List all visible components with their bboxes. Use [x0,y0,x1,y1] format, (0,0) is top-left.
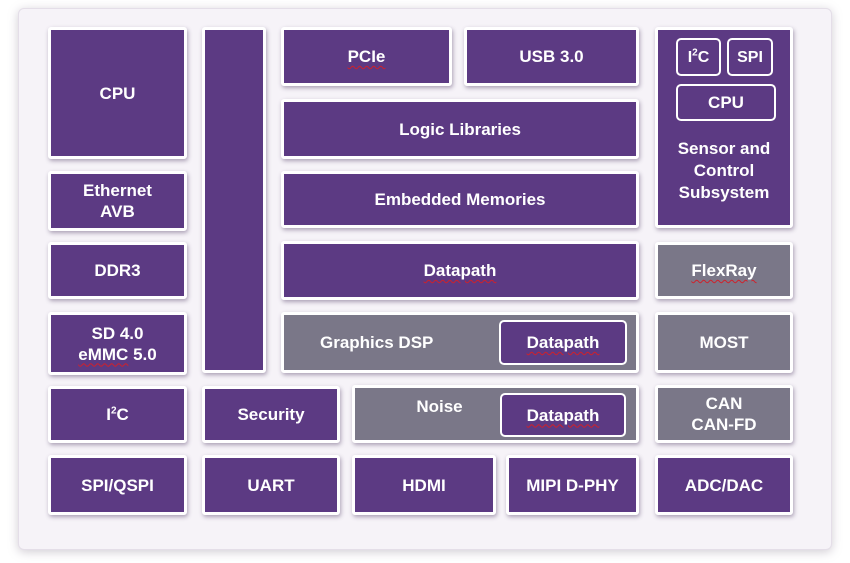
graphics-dsp-label: Graphics DSP [320,333,434,352]
ethernet-label-line1: Ethernet [83,181,152,200]
ddr3-label: DDR3 [94,261,141,280]
emmc-label-line2: eMMC 5.0 [78,344,156,365]
ddr3-block: DDR3 [48,242,187,299]
logic-libraries-label: Logic Libraries [399,119,521,139]
i2c-label: I2C [106,405,129,424]
graphics-datapath-block: Datapath [499,320,627,365]
hdmi-label: HDMI [402,475,446,495]
security-block: Security [202,386,340,443]
uart-block: UART [202,455,340,515]
sensor-i2c-block: I2C [676,38,721,76]
sensor-i2c-label: I2C [687,47,710,66]
flexray-label: FlexRay [691,261,757,280]
i2c-block: I2C [48,386,187,443]
emmc-version: 5.0 [128,344,157,364]
noise-datapath-label: Datapath [526,405,600,425]
sensor-title-line2: Control [693,161,755,180]
graphics-datapath-label: Datapath [526,333,600,352]
flexray-block: FlexRay [655,242,793,299]
emmc-word: eMMC [78,344,129,364]
usb-label: USB 3.0 [519,47,584,66]
graphics-dsp-block: Graphics DSP Datapath [281,312,639,373]
mipi-label: MIPI D-PHY [526,475,619,495]
security-label: Security [237,405,305,424]
sensor-title-line3: Subsystem [678,183,770,202]
logic-libraries-block: Logic Libraries [281,99,639,159]
pcie-label: PCIe [347,47,386,66]
datapath-label: Datapath [423,261,497,280]
sensor-spi-label: SPI [737,48,763,66]
most-block: MOST [655,312,793,373]
sensor-cpu-block: CPU [676,84,776,121]
noise-datapath-block: Datapath [500,393,626,437]
embedded-memories-label: Embedded Memories [374,190,546,209]
sensor-spi-block: SPI [727,38,773,76]
sensor-control-subsystem-block: I2C SPI CPU Sensor and Control Subsystem [655,27,793,228]
spi-qspi-block: SPI/QSPI [48,455,187,515]
most-label: MOST [699,333,749,352]
ethernet-label-line2: AVB [100,202,135,221]
spi-qspi-label: SPI/QSPI [81,475,154,495]
adc-dac-block: ADC/DAC [655,455,793,515]
interconnect-bus-bar [202,27,266,373]
embedded-memories-block: Embedded Memories [281,171,639,228]
datapath-block: Datapath [281,241,639,300]
noise-block: Noise Datapath [352,385,639,443]
ethernet-avb-block: Ethernet AVB [48,171,187,231]
cpu-label: CPU [99,83,136,103]
sensor-subsystem-title: Sensor and Control Subsystem [658,138,790,204]
cpu-block: CPU [48,27,187,159]
pcie-block: PCIe [281,27,452,86]
mipi-dphy-block: MIPI D-PHY [506,455,639,515]
sensor-cpu-label: CPU [708,93,744,112]
adc-dac-label: ADC/DAC [684,475,764,495]
can-label-line1: CAN [705,394,743,413]
uart-label: UART [247,475,295,495]
usb-block: USB 3.0 [464,27,639,86]
can-block: CAN CAN-FD [655,385,793,443]
sd-emmc-block: SD 4.0 eMMC 5.0 [48,312,187,375]
hdmi-block: HDMI [352,455,496,515]
can-label-line2: CAN-FD [691,415,757,434]
noise-label: Noise [416,397,463,416]
sd-label-line1: SD 4.0 [91,323,144,343]
sensor-title-line1: Sensor and [677,139,771,158]
